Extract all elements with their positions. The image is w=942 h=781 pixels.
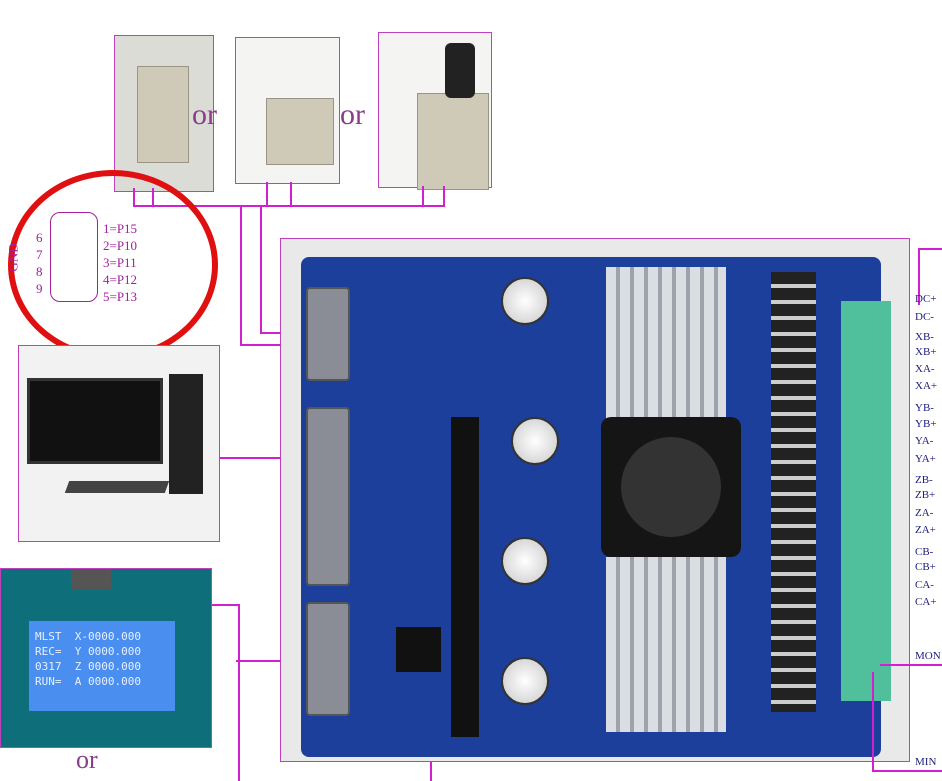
or-label-2: or <box>340 98 365 131</box>
lcd-line: RUN= A 0000.000 <box>35 675 141 688</box>
terminal-label: ZB+ <box>915 489 936 501</box>
or-label-1: or <box>192 98 217 131</box>
or-label-lcd: or <box>76 745 98 774</box>
terminal-label: YA+ <box>915 453 936 465</box>
pin-label: 5=P13 <box>103 289 138 304</box>
limit-switch-3-image <box>378 32 492 190</box>
terminal-label: XB- <box>915 331 934 343</box>
terminal-label: DC- <box>915 311 934 323</box>
stepper-driver-board-image <box>280 238 910 762</box>
lcd-line: 0317 Z 0000.000 <box>35 660 141 673</box>
lcd-line: REC= Y 0000.000 <box>35 645 141 658</box>
mon-label: MON <box>915 650 941 662</box>
terminal-label: ZB- <box>915 474 933 486</box>
computer-image <box>18 345 220 542</box>
terminal-label: DC+ <box>915 293 937 305</box>
pin-label: 1=P15 <box>103 221 138 236</box>
terminal-label: XA+ <box>915 380 938 392</box>
terminal-label: XB+ <box>915 346 937 358</box>
pin-label: 4=P12 <box>103 272 138 287</box>
terminal-label: YB- <box>915 402 934 414</box>
terminal-label: CB- <box>915 546 934 558</box>
terminal-label: CB+ <box>915 561 936 573</box>
terminal-label: ZA- <box>915 507 934 519</box>
pin-label: 8 <box>36 264 43 279</box>
pin-label: 2=P10 <box>103 238 138 253</box>
gnd-label: GND <box>5 243 21 272</box>
terminal-label: YA- <box>915 435 934 447</box>
limit-switch-2-image <box>235 37 340 184</box>
lcd-line: MLST X-0000.000 <box>35 630 141 643</box>
db9-connector-icon <box>50 212 98 302</box>
terminal-label: XA- <box>915 363 935 375</box>
terminal-label: CA+ <box>915 596 937 608</box>
terminal-label: YB+ <box>915 418 937 430</box>
pin-label: 7 <box>36 247 43 262</box>
terminal-label: CA- <box>915 579 934 591</box>
min-label: MIN <box>915 756 937 768</box>
terminal-label: ZA+ <box>915 524 936 536</box>
limit-switch-1-image <box>114 35 214 192</box>
pin-label: 3=P11 <box>103 255 137 270</box>
pin-label: 9 <box>36 281 43 296</box>
pin-label: 6 <box>36 230 43 245</box>
